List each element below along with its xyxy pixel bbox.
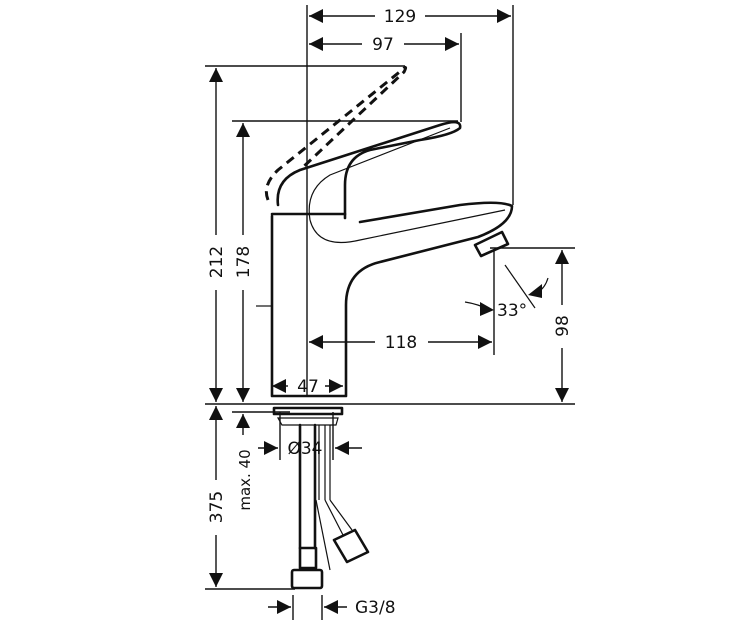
dim-max-counter: max. 40 xyxy=(236,414,254,511)
label-118: 118 xyxy=(385,333,417,353)
label-max-40: max. 40 xyxy=(236,449,254,510)
label-47: 47 xyxy=(297,377,319,397)
label-97: 97 xyxy=(372,35,394,55)
dim-hole-diameter: Ø34 xyxy=(258,439,362,459)
dim-thread: G3/8 xyxy=(268,598,396,618)
dim-body-height: 178 xyxy=(234,123,254,402)
dim-base-width: 47 xyxy=(272,377,343,397)
dim-total-reach: 129 xyxy=(309,7,511,27)
dim-spout-reach: 118 xyxy=(309,333,492,353)
label-g38: G3/8 xyxy=(355,598,396,618)
extension-lines xyxy=(205,5,575,620)
label-33-deg: 33° xyxy=(497,301,527,321)
label-375: 375 xyxy=(207,491,227,523)
label-dia-34: Ø34 xyxy=(287,439,322,459)
faucet-base-hoses xyxy=(272,406,370,590)
label-129: 129 xyxy=(384,7,416,27)
label-178: 178 xyxy=(234,246,254,278)
dim-hose-length: 375 xyxy=(207,406,227,587)
dim-lever-reach: 97 xyxy=(309,35,459,55)
dim-total-height: 212 xyxy=(207,68,227,402)
dim-spout-height: 98 xyxy=(553,250,573,402)
faucet-body xyxy=(256,65,514,398)
dim-spray-angle: 33° xyxy=(464,264,549,321)
label-98: 98 xyxy=(553,315,573,337)
label-212: 212 xyxy=(207,246,227,278)
